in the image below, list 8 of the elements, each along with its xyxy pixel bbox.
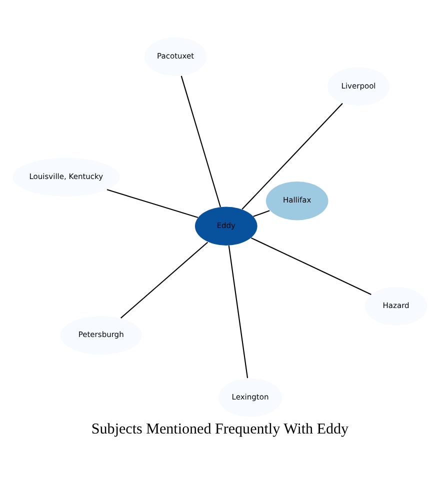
connector [180, 76, 221, 208]
connector [228, 245, 248, 378]
connector [250, 237, 372, 295]
connector [242, 103, 343, 210]
diagram-title: Subjects Mentioned Frequently With Eddy [91, 421, 349, 438]
connector [120, 242, 208, 318]
connector [106, 189, 198, 218]
connector [253, 210, 270, 217]
